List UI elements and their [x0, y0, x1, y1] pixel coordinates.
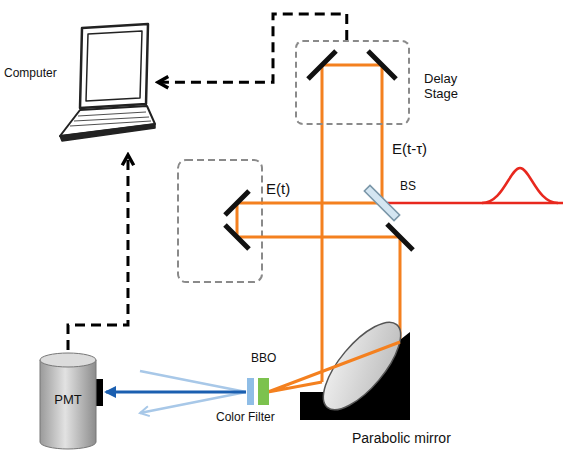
signal-cable [68, 155, 128, 350]
pulse-shape [482, 168, 558, 203]
delay-stage: Delay Stage [295, 40, 410, 125]
parabolic-mirror [310, 310, 413, 421]
bbo-crystal [258, 378, 269, 405]
field-label: E(t) [266, 180, 290, 197]
part-label: Color Filter [216, 411, 275, 425]
reference-beam [237, 203, 400, 342]
pmt-detector: PMT [38, 350, 98, 450]
color-filter [247, 378, 254, 405]
node-label: Delay Stage [424, 72, 482, 102]
laptop-part [86, 31, 142, 101]
beam-splitter [364, 185, 399, 220]
node-label: PMT [38, 350, 98, 450]
signal-cable [158, 14, 347, 82]
laptop-icon [0, 15, 158, 155]
part-label: Parabolic mirror [352, 430, 451, 446]
pmt-cylinder [40, 360, 96, 449]
pmt-window [96, 379, 103, 406]
shg-beam [106, 391, 246, 394]
field-label: E(t-τ) [392, 140, 427, 157]
mirror [225, 51, 413, 250]
pmt-top [40, 353, 96, 367]
input-beam [386, 202, 563, 205]
part-label: BBO [251, 352, 276, 366]
focused-beams [268, 342, 400, 392]
laptop-part [80, 24, 148, 108]
laptop-part [60, 124, 155, 141]
part-label: BS [400, 180, 416, 194]
mirror-box [178, 160, 262, 282]
node-label: Computer [4, 67, 57, 81]
laptop-part [70, 112, 151, 126]
laptop-computer: Computer [0, 15, 158, 155]
